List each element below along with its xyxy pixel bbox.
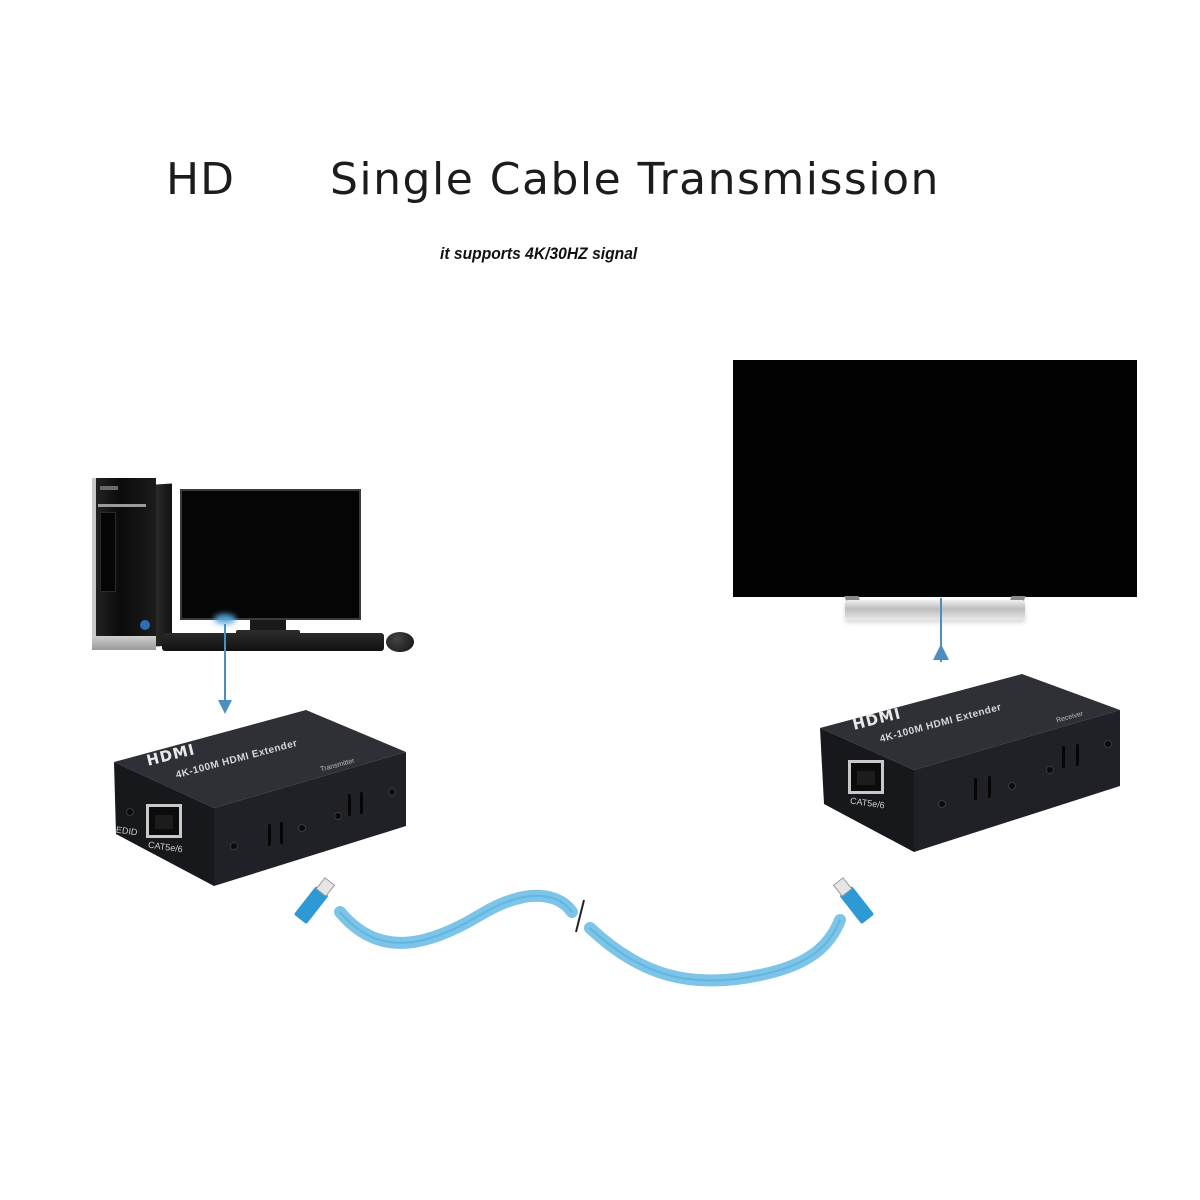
edid-button[interactable] [126,808,134,816]
arrow-head [933,644,949,660]
arrow-line [940,598,942,662]
led-indicator [298,824,306,832]
led-indicator [1008,782,1016,790]
pc-tower-side [156,483,172,647]
rj45-port[interactable] [146,804,182,838]
led-slot [988,776,991,798]
pc-monitor-foot [236,630,300,635]
tv-stand [845,600,1025,620]
keyboard [162,633,384,651]
pc-badge-icon [140,620,150,630]
subtitle: it supports 4K/30HZ signal [440,244,638,263]
pc-tower-base [92,636,156,650]
led-slot [280,822,283,844]
led-slot [1076,744,1079,766]
receiver-unit: HDMI 4K-100M HDMI Extender Receiver CAT5… [816,670,1126,860]
pc-monitor [180,489,361,620]
transmitter-unit: HDMI 4K-100M HDMI Extender Transmitter C… [110,708,410,888]
pc-tower-drive-bay [98,504,146,507]
led-slot [974,778,977,800]
pc-tower-slot [100,512,116,592]
mouse [386,632,414,652]
tv-screen [733,360,1137,597]
screw-icon [388,788,396,796]
page-title: Single Cable Transmission [330,154,940,205]
led-slot [348,794,351,816]
led-slot [360,792,363,814]
led-slot [1062,746,1065,768]
led-indicator [334,812,342,820]
title-prefix: HD [166,154,235,205]
transmitter-body [114,710,406,886]
arrow-line [224,624,226,702]
arrow-head [218,700,232,714]
screw-icon [230,842,238,850]
pc-monitor-stand [250,620,286,632]
led-slot [268,824,271,846]
header: HD Single Cable Transmission [0,150,1200,220]
pc-signal-glow [214,614,236,624]
led-indicator [1046,766,1054,774]
screw-icon [938,800,946,808]
rj45-port[interactable] [848,760,884,794]
screw-icon [1104,740,1112,748]
pc-tower-logo [100,486,118,490]
